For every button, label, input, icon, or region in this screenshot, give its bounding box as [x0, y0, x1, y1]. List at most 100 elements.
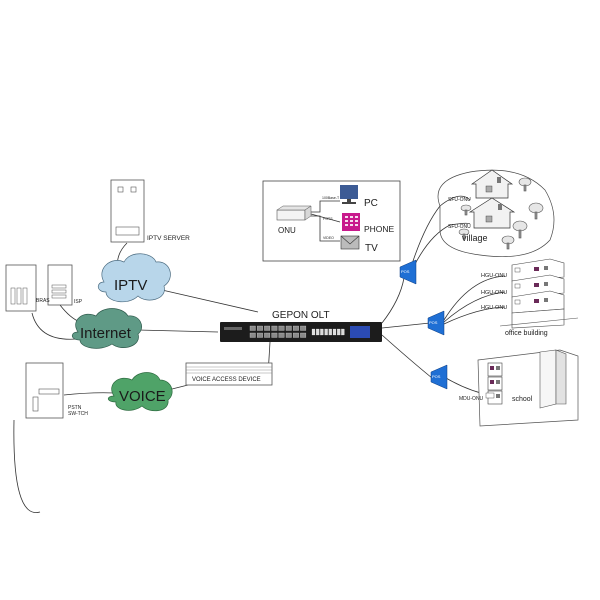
port-eth-label: 100Base-T — [322, 196, 340, 200]
olt-uplink-module — [350, 326, 370, 338]
hgu-onu-icon — [514, 267, 521, 273]
iptv-cloud-label: IPTV — [114, 277, 147, 294]
splitter-label: POS — [432, 374, 441, 379]
voice-cloud-label: VOICE — [119, 388, 166, 405]
splitter-icon — [427, 310, 445, 336]
legend-phone-label: PHONE — [364, 224, 395, 234]
splitter-group: POS POS POS — [399, 259, 448, 390]
splitter2-office-link-c — [443, 306, 506, 325]
house-icon — [468, 197, 516, 229]
internet-cloud-shape — [71, 308, 142, 349]
iptv-cloud: IPTV — [97, 253, 171, 303]
school-tower — [485, 362, 503, 405]
office-floors — [499, 258, 579, 329]
mdu-onu-label: MDU-ONU — [459, 396, 484, 402]
pstn-voice-link — [63, 392, 116, 396]
olt-port — [285, 332, 292, 338]
school-floor — [487, 376, 503, 391]
school-floor — [487, 362, 503, 377]
office-label: office building — [505, 330, 548, 337]
olt-port — [264, 325, 271, 331]
olt-port — [293, 325, 299, 331]
isp-server-group: BRAS ISP — [5, 264, 83, 312]
switch-label: SW-TCH — [68, 411, 88, 417]
pstn-aux-link — [13, 419, 41, 513]
splitter-label: POS — [401, 269, 410, 274]
olt-port — [264, 332, 271, 338]
iptv-server-label: IPTV SERVER — [147, 235, 190, 242]
phone-icon — [342, 213, 360, 231]
olt-port-array — [224, 325, 370, 338]
olt-port — [257, 325, 263, 331]
internet-olt-link — [137, 329, 219, 333]
pstn-switch: PSTN SW-TCH — [25, 362, 88, 419]
legend-onu-label: ONU — [278, 226, 296, 235]
splitter-2: POS — [427, 310, 445, 336]
olt-port — [249, 332, 256, 338]
isp-label: ISP — [74, 299, 83, 305]
splitter1-village-link-b — [413, 222, 471, 267]
olt-label: GEPON OLT — [272, 310, 330, 321]
gepon-olt: GEPON OLT — [220, 310, 382, 342]
office-floor — [511, 290, 565, 314]
port-pots-label: POTS — [323, 217, 333, 221]
olt-sfp-port — [341, 328, 345, 336]
port-video-label: VIDEO — [323, 236, 334, 240]
tree-icons — [458, 177, 544, 250]
olt-splitter1-link — [381, 277, 405, 324]
internet-cloud-label: Internet — [80, 325, 132, 342]
olt-splitter3-link — [381, 334, 433, 379]
pc-icon — [340, 185, 358, 204]
olt-port — [285, 325, 292, 331]
iptv-server: IPTV SERVER — [110, 179, 190, 243]
splitter-1: POS — [399, 259, 417, 285]
olt-sfp-port — [337, 328, 341, 336]
hgu-onu-icon — [514, 283, 521, 289]
olt-sfp-port — [324, 328, 328, 336]
sfu-onu-label-2: SFU-ONU — [448, 224, 471, 230]
olt-port — [249, 325, 256, 331]
hgu-onu-label-2: HGU-ONU — [481, 290, 507, 296]
legend-pc-label: PC — [364, 198, 378, 209]
house-icon — [470, 169, 514, 199]
bras-label: BRAS — [36, 298, 50, 304]
olt-splitter2-link — [381, 322, 431, 329]
hgu-onu-label-1: HGU-ONU — [481, 273, 507, 279]
tv-icon — [340, 235, 360, 250]
voice-access-device: VOICE ACCESS DEVICE — [185, 362, 273, 386]
voice-access-label: VOICE ACCESS DEVICE — [192, 377, 261, 383]
voice-cloud-shape — [107, 372, 173, 412]
village-label: village — [462, 233, 488, 243]
village-site: SFU-ONU SFU-ONU village — [437, 169, 555, 258]
school-site: MDU-ONU school — [459, 349, 579, 427]
olt-port — [278, 332, 285, 338]
olt-port — [271, 332, 278, 338]
olt-sfp-port — [320, 328, 324, 336]
office-building-site: HGU-ONU HGU-ONU HGU-ONU office building — [481, 258, 579, 337]
olt-port — [271, 325, 278, 331]
olt-port — [300, 325, 307, 331]
olt-port — [293, 332, 299, 338]
internet-cloud: Internet — [71, 308, 142, 349]
olt-brand-plate — [224, 327, 242, 330]
pc-screen — [340, 185, 358, 199]
olt-sfp-port — [316, 328, 320, 336]
school-label: school — [512, 396, 533, 403]
olt-sfp-port — [311, 328, 316, 336]
olt-sfp-port — [328, 328, 332, 336]
olt-sfp-port — [332, 328, 337, 336]
voice-cloud: VOICE — [107, 372, 173, 412]
splitter-icon — [399, 259, 417, 285]
sfu-onu-label-1: SFU-ONU — [448, 197, 471, 203]
hgu-onu-icon — [514, 299, 521, 305]
splitter-icon — [430, 364, 448, 390]
onu-box — [276, 209, 306, 221]
splitter-3: POS — [430, 364, 448, 390]
iptv-olt-link — [161, 289, 259, 313]
splitter2-office-link-b — [443, 291, 506, 323]
olt-port — [278, 325, 285, 331]
splitter2-office-link-a — [443, 275, 506, 321]
splitter-label: POS — [429, 320, 438, 325]
legend-box: ONU 100Base-T POTS VIDEO PC PHONE — [262, 180, 401, 262]
iptv-cloud-shape — [97, 253, 171, 303]
